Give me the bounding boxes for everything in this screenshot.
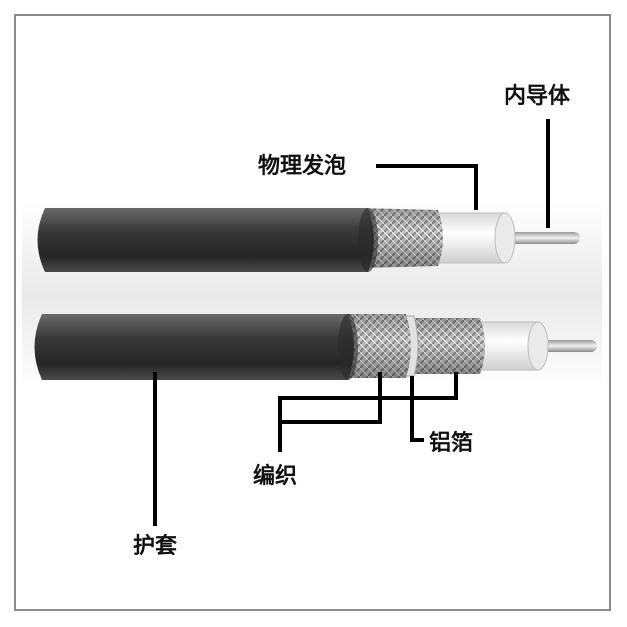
- label-braid: 编织: [253, 463, 297, 489]
- leader-aluminum-foil: [410, 376, 424, 442]
- top-cable: [37, 208, 580, 272]
- label-physical-foam: 物理发泡: [258, 153, 346, 179]
- leader-braid-inner: [278, 372, 458, 424]
- leader-physical-foam: [376, 164, 478, 210]
- bottom-inner-conductor: [535, 340, 597, 352]
- label-inner-conductor: 内导体: [504, 84, 571, 109]
- bottom-cable: [34, 314, 597, 380]
- label-jacket: 护套: [133, 533, 177, 559]
- leader-lines: [153, 119, 550, 526]
- bottom-jacket: [34, 314, 354, 380]
- top-inner-conductor: [500, 232, 580, 244]
- top-jacket: [37, 208, 374, 272]
- label-aluminum-foil: 铝箔: [429, 430, 473, 456]
